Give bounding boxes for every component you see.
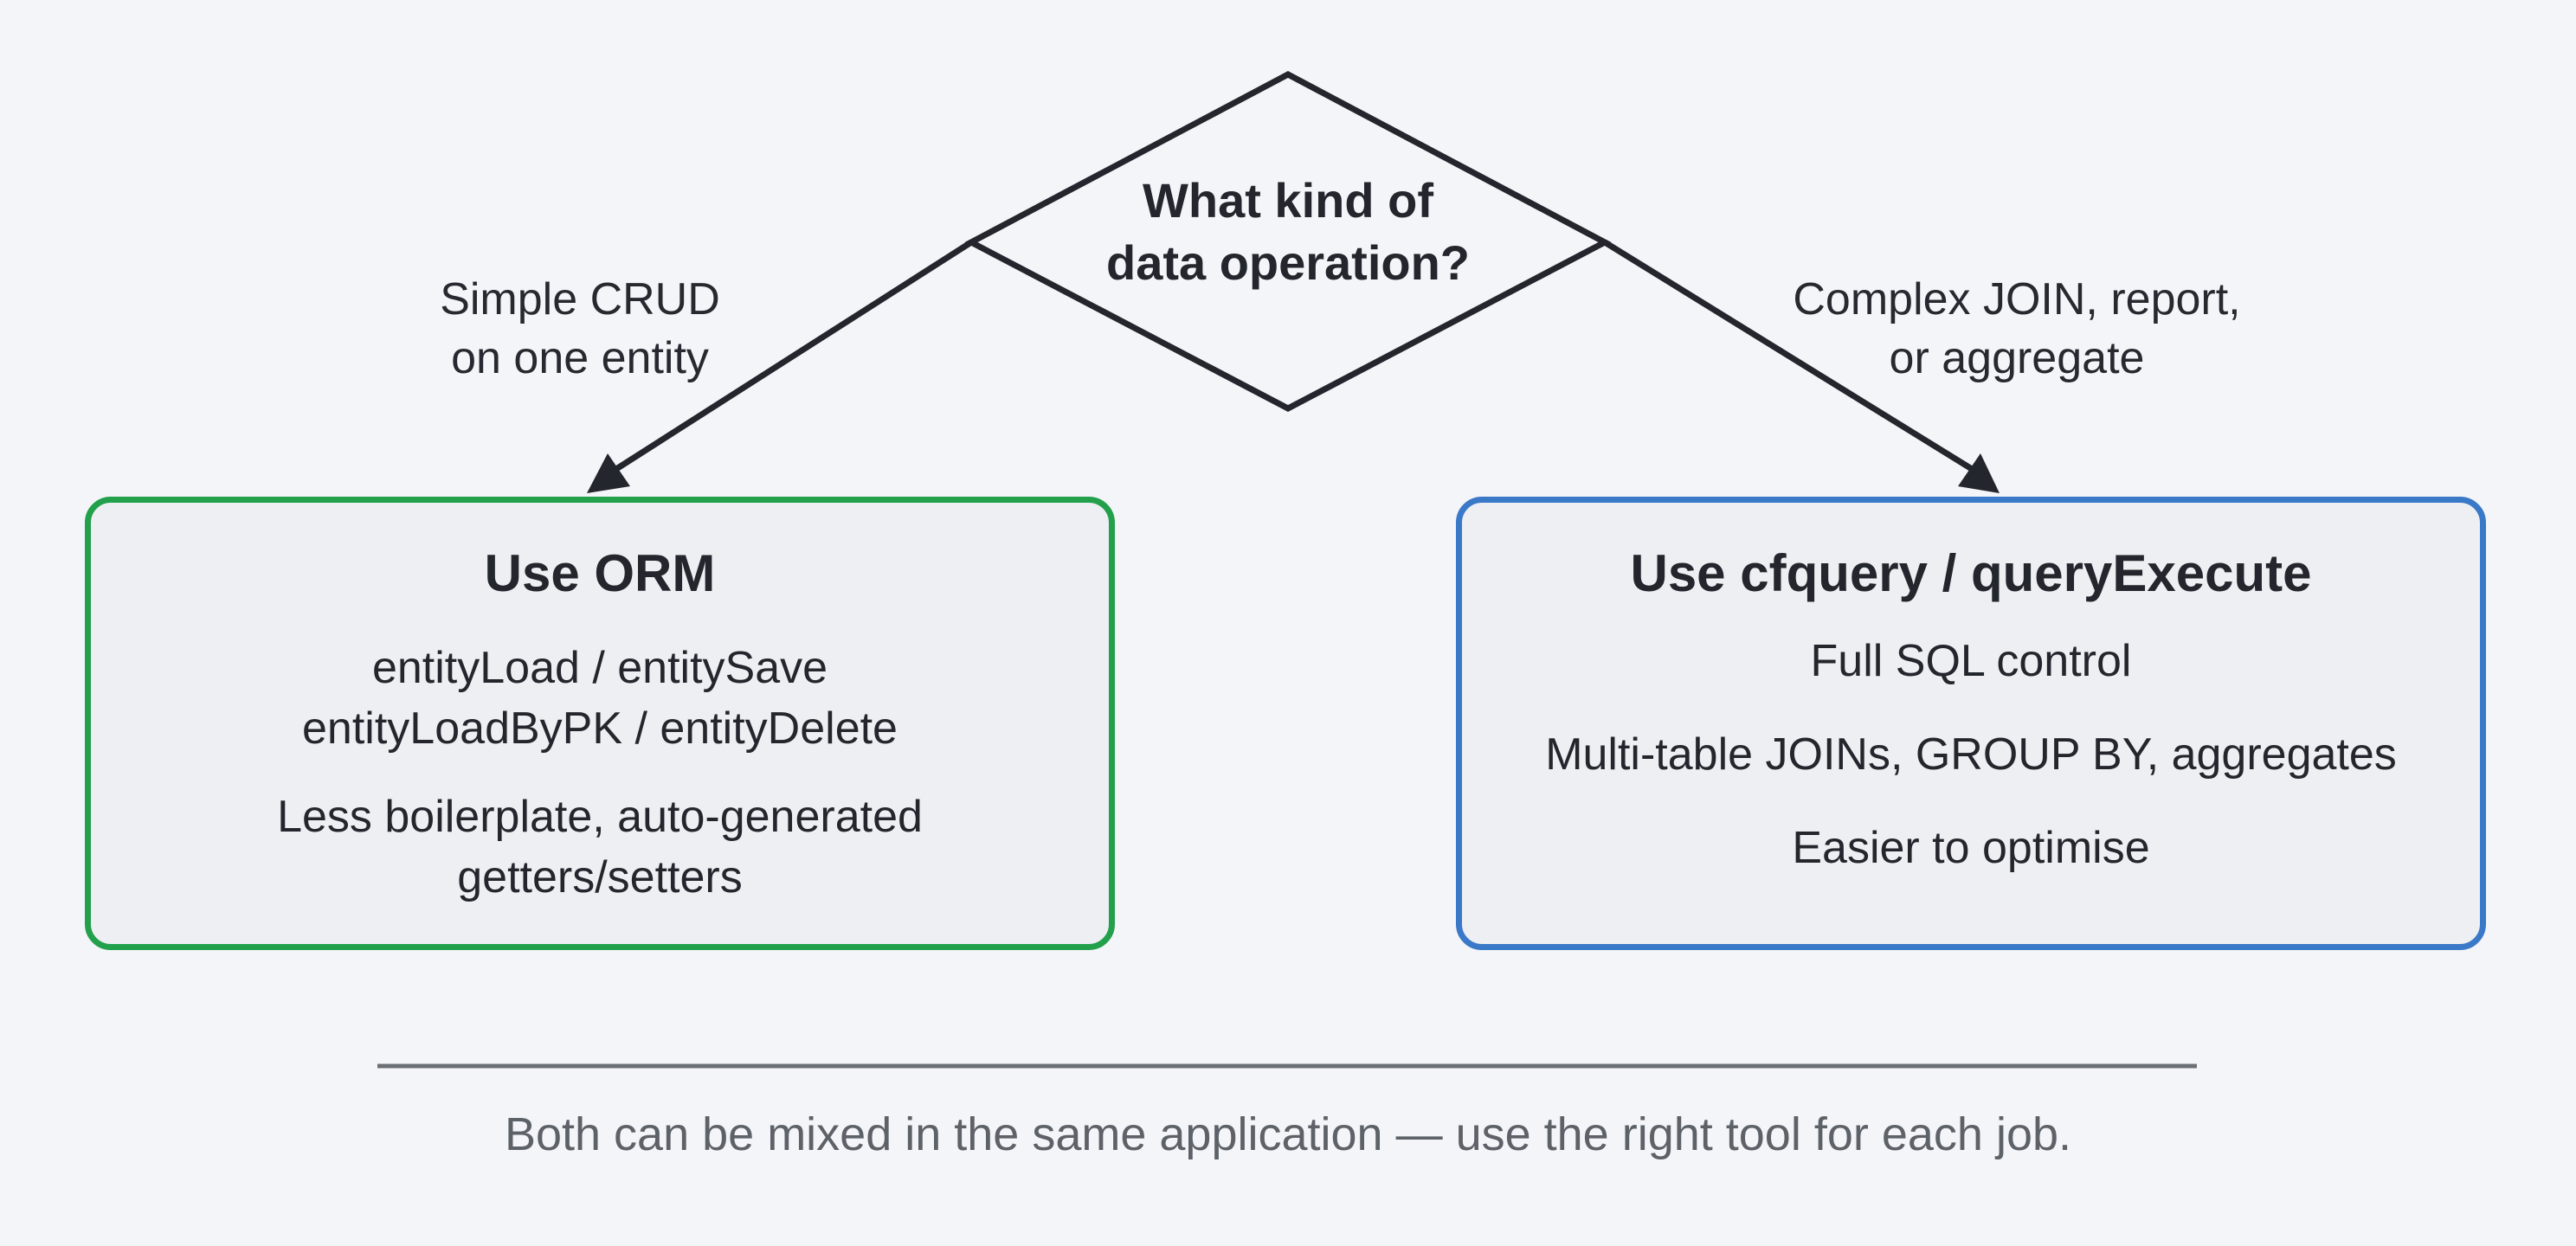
orm-option-title: Use ORM [484,544,716,602]
right-branch-arrow-line [1603,240,1974,472]
right-branch-label-line: or aggregate [1889,333,2145,383]
orm-option-line: entityLoad / entitySave [371,643,828,693]
orm-option-line: getters/setters [457,852,743,902]
query-option-line: Full SQL control [1810,636,2132,686]
left-branch-label-line: Simple CRUD [440,274,720,324]
query-option-line: Easier to optimise [1792,823,2150,873]
orm-option-line: entityLoadByPK / entityDelete [302,703,898,754]
query-option-paragraph: Easier to optimise [1462,818,2480,878]
orm-option-paragraph: entityLoad / entitySave entityLoadByPK /… [91,638,1109,759]
left-branch-label-line: on one entity [451,333,709,383]
decision-question-line: data operation? [1105,235,1471,290]
left-branch-label: Simple CRUD on one entity [381,270,779,388]
query-option-body: Full SQL control Multi-table JOINs, GROU… [1462,631,2480,878]
decision-question-line: What kind of [1143,173,1433,228]
left-branch-arrow-line [615,240,973,472]
orm-option-body: entityLoad / entitySave entityLoadByPK /… [91,638,1109,908]
right-branch-label: Complex JOIN, report, or aggregate [1723,270,2311,388]
orm-option-box: Use ORM entityLoad / entitySave entityLo… [85,497,1115,950]
query-option-paragraph: Multi-table JOINs, GROUP BY, aggregates [1462,724,2480,785]
right-branch-arrowhead [1958,453,2000,493]
decision-diamond [964,71,1612,412]
footer-note: Both can be mixed in the same applicatio… [504,1108,2072,1160]
query-option-title: Use cfquery / queryExecute [1630,544,2312,602]
query-option-paragraph: Full SQL control [1462,631,2480,691]
query-option-line: Multi-table JOINs, GROUP BY, aggregates [1545,729,2397,780]
query-option-box: Use cfquery / queryExecute Full SQL cont… [1456,497,2486,950]
decision-question: What kind of data operation? [1021,170,1555,294]
right-branch-label-line: Complex JOIN, report, [1793,274,2241,324]
orm-option-paragraph: Less boilerplate, auto-generated getters… [91,787,1109,908]
left-branch-arrowhead [587,453,630,493]
orm-option-line: Less boilerplate, auto-generated [277,792,923,842]
